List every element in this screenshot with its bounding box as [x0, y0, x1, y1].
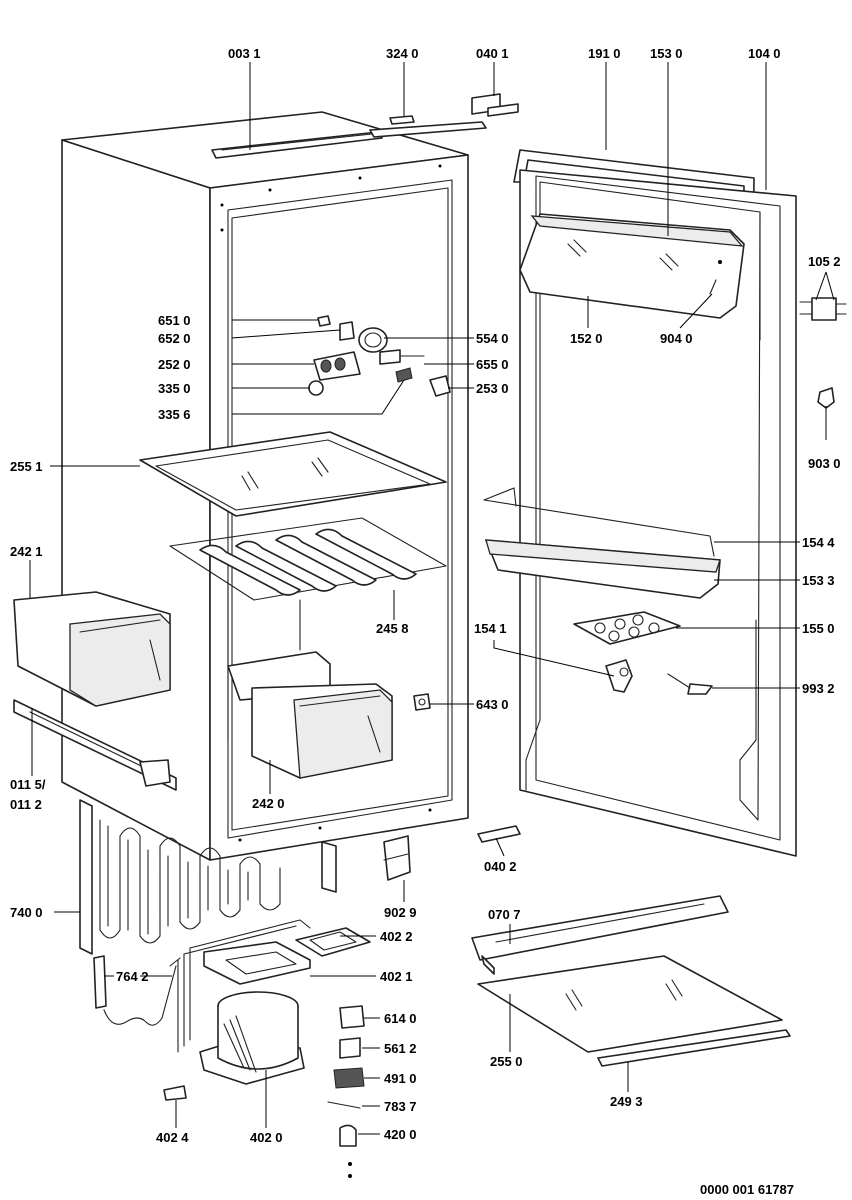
label-3350: 335 0: [158, 381, 191, 396]
label-1530: 153 0: [650, 46, 683, 61]
label-1040: 104 0: [748, 46, 781, 61]
label-7642: 764 2: [116, 969, 149, 984]
wire-shelf: [169, 517, 447, 601]
document-number: 0000 001 61787: [700, 1182, 794, 1197]
shelf-trim: [597, 1029, 791, 1067]
bottom-hinge: [477, 825, 521, 843]
glass-shelf-upper: [139, 431, 447, 517]
label-7400: 740 0: [10, 905, 43, 920]
label-1550: 155 0: [802, 621, 835, 636]
label-4020: 402 0: [250, 1130, 283, 1145]
crisper-drawer-upper: [13, 591, 171, 707]
label-2458: 245 8: [376, 621, 409, 636]
top-hinge: [471, 93, 519, 117]
label-6520: 652 0: [158, 331, 191, 346]
label-1533: 153 3: [802, 573, 835, 588]
label-3356: 335 6: [158, 407, 191, 422]
glass-shelf-lower: [477, 955, 783, 1053]
clip-part: [163, 1085, 187, 1101]
door-assembly: [483, 149, 797, 857]
hinge-cover-part: [817, 387, 835, 409]
label-3240: 324 0: [386, 46, 419, 61]
label-1541: 154 1: [474, 621, 507, 636]
label-6430: 643 0: [476, 697, 509, 712]
compressor-tray: [203, 941, 311, 985]
label-0707: 070 7: [488, 907, 521, 922]
label-4024: 402 4: [156, 1130, 189, 1145]
control-parts: [308, 315, 451, 397]
label-6550: 655 0: [476, 357, 509, 372]
electrical-parts: [327, 1005, 365, 1178]
leader-lines: [29, 62, 835, 1135]
label-1520: 152 0: [570, 331, 603, 346]
label-9029: 902 9: [384, 905, 417, 920]
top-rail-part: [369, 115, 487, 138]
label-2421: 242 1: [10, 544, 43, 559]
crisper-drawer-lower: [227, 651, 393, 779]
label-2493: 249 3: [610, 1094, 643, 1109]
part-labels: 003 1 324 0 040 1 191 0 153 0 104 0 105 …: [10, 46, 841, 1145]
label-1544: 154 4: [802, 535, 835, 550]
label-2530: 253 0: [476, 381, 509, 396]
relay-cover: [295, 927, 371, 957]
label-0402: 040 2: [484, 859, 517, 874]
label-2551: 255 1: [10, 459, 43, 474]
label-2550: 255 0: [490, 1054, 523, 1069]
label-9040: 904 0: [660, 331, 693, 346]
label-4200: 420 0: [384, 1127, 417, 1142]
label-0031: 003 1: [228, 46, 261, 61]
label-1052: 105 2: [808, 254, 841, 269]
label-4021: 402 1: [380, 969, 413, 984]
label-2520: 252 0: [158, 357, 191, 372]
label-6510: 651 0: [158, 313, 191, 328]
label-5540: 554 0: [476, 331, 509, 346]
label-6140: 614 0: [384, 1011, 417, 1026]
condenser: [79, 799, 337, 955]
label-0112: 011 2: [10, 797, 42, 812]
label-7837: 783 7: [384, 1099, 417, 1114]
compressor: [177, 919, 311, 1085]
plug-part: [413, 693, 431, 711]
label-9932: 993 2: [802, 681, 835, 696]
label-9030: 903 0: [808, 456, 841, 471]
label-2420: 242 0: [252, 796, 285, 811]
bracket-part: [383, 835, 411, 881]
bottom-strip: [471, 895, 729, 975]
label-0401: 040 1: [476, 46, 509, 61]
label-5612: 561 2: [384, 1041, 417, 1056]
label-1910: 191 0: [588, 46, 621, 61]
side-rail: [13, 699, 177, 791]
hinge-part: [799, 297, 847, 321]
drain-tube: [93, 955, 181, 1026]
label-0115: 011 5/: [10, 777, 46, 792]
label-4910: 491 0: [384, 1071, 417, 1086]
label-4022: 402 2: [380, 929, 413, 944]
